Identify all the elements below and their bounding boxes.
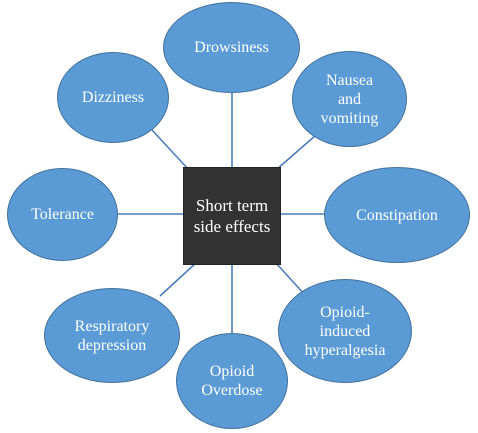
connector-respiratory	[159, 261, 198, 297]
node-drowsiness: Drowsiness	[163, 2, 300, 93]
node-dizziness: Dizziness	[57, 52, 169, 143]
node-respiratory-depression: Respiratory depression	[44, 288, 180, 383]
node-opioid-induced-hyperalgesia: Opioid- induced hyperalgesia	[278, 279, 412, 383]
connector-nausea	[275, 134, 317, 171]
node-nausea-vomiting: Nausea and vomiting	[292, 51, 407, 147]
center-label: Short term side effects	[193, 196, 271, 236]
connector-dizziness	[151, 129, 190, 171]
node-tolerance: Tolerance	[7, 168, 118, 261]
node-constipation: Constipation	[324, 167, 470, 263]
center-box: Short term side effects	[183, 167, 281, 265]
node-opioid-overdose: Opioid Overdose	[176, 333, 288, 429]
